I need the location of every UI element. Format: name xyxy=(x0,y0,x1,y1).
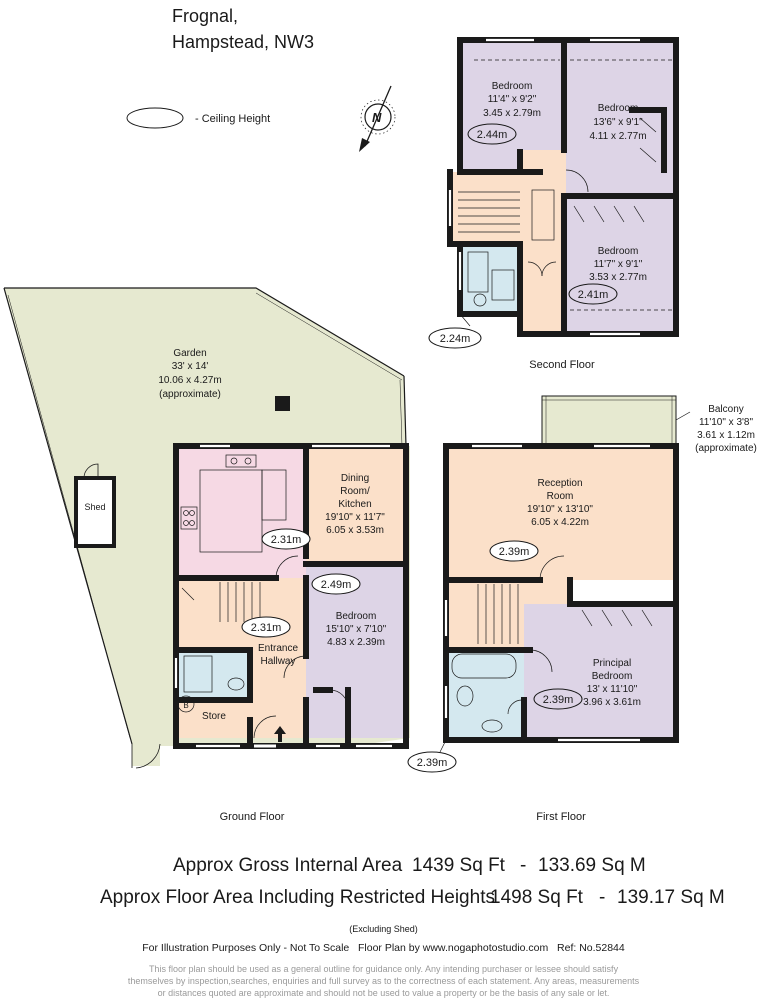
gf-dining xyxy=(306,446,404,564)
hall-height-ellipse xyxy=(241,616,291,638)
reception-height: 2.39m xyxy=(499,546,530,558)
compass-icon: N xyxy=(359,85,396,152)
balcony-note: (approximate) xyxy=(695,443,757,454)
sf-bed1-height: 2.44m xyxy=(477,129,508,141)
reception-name-1: Reception xyxy=(537,478,582,489)
gross-area-label: Approx Gross Internal Area xyxy=(173,855,403,876)
dining-name-2: Room/ xyxy=(340,486,370,497)
reception-imperial: 19'10" x 13'10" xyxy=(527,504,593,515)
sf-bed3-height: 2.41m xyxy=(578,289,609,301)
hall-name-1: Entrance xyxy=(258,643,298,654)
sf-landing xyxy=(520,150,566,334)
sf-bedroom-2 xyxy=(566,40,676,196)
ff-reception xyxy=(446,446,676,580)
ground-floor-plan: Garden 33' x 14' 10.06 x 4.27m (approxim… xyxy=(3,287,410,823)
address-line-1: Frognal, xyxy=(172,6,239,26)
store-label: Store xyxy=(202,711,226,722)
garden-metric: 10.06 x 4.27m xyxy=(158,375,221,386)
sf-bath-height-ellipse xyxy=(428,327,482,349)
balcony-area xyxy=(541,395,677,447)
gf-cloakroom xyxy=(176,652,250,698)
disclaimer-line-1: This floor plan should be used as a gene… xyxy=(148,964,619,974)
first-floor-label: First Floor xyxy=(536,811,586,823)
kitchen-height-ellipse xyxy=(261,528,311,550)
principal-height-ellipse xyxy=(533,688,583,710)
sf-bed2-imperial: 13'6" x 9'1" xyxy=(593,117,643,128)
balcony-imperial: 11'10" x 3'8" xyxy=(699,417,754,428)
sf-bed1-imperial: 11'4" x 9'2" xyxy=(488,94,537,105)
sf-bed2-metric: 4.11 x 2.77m xyxy=(589,131,646,142)
ff-bath-height-ellipse xyxy=(407,751,457,773)
gf-bedroom-height: 2.49m xyxy=(321,579,352,591)
gf-hall-upper xyxy=(176,626,250,650)
ceiling-height-legend-label: - Ceiling Height xyxy=(195,113,270,125)
balcony-name: Balcony xyxy=(708,404,744,415)
garden-note: (approximate) xyxy=(159,389,221,400)
reception-metric: 6.05 x 4.22m xyxy=(531,517,589,528)
ff-bathroom xyxy=(446,650,524,740)
dining-imperial: 19'10" x 11'7" xyxy=(325,512,385,523)
gf-bedroom-imperial: 15'10" x 7'10" xyxy=(326,624,387,635)
gf-store xyxy=(176,698,250,738)
ceiling-height-legend-ellipse xyxy=(126,107,184,129)
shed-label: Shed xyxy=(84,502,105,512)
kitchen-height: 2.31m xyxy=(271,534,302,546)
second-floor-plan: Bedroom 11'4" x 9'2" 3.45 x 2.79m 2.44m … xyxy=(428,37,679,371)
principal-name-2: Bedroom xyxy=(592,671,633,682)
gf-bedroom-metric: 4.83 x 2.39m xyxy=(327,637,385,648)
gf-bedroom-name: Bedroom xyxy=(336,611,377,622)
gf-kitchen xyxy=(176,446,306,578)
address-line-2: Hampstead, NW3 xyxy=(172,32,315,52)
principal-metric: 3.96 x 3.61m xyxy=(583,697,641,708)
entrance-arrow-icon xyxy=(274,726,286,742)
sf-bed3-metric: 3.53 x 2.77m xyxy=(589,272,647,283)
restricted-area-sep: - xyxy=(599,887,606,908)
dining-name-3: Kitchen xyxy=(338,499,371,510)
gross-area-sqm: 133.69 Sq M xyxy=(538,855,646,876)
excluding-shed-note: (Excluding Shed) xyxy=(349,924,418,934)
gross-area-sep: - xyxy=(520,855,527,876)
garden-post-marker xyxy=(275,396,290,411)
sf-bathroom xyxy=(460,244,520,314)
sf-bath-height: 2.24m xyxy=(440,333,471,345)
shed: Shed xyxy=(74,463,116,548)
gf-bedroom xyxy=(306,564,404,738)
garden-imperial: 33' x 14' xyxy=(172,361,209,372)
dining-name-1: Dining xyxy=(341,473,369,484)
sf-bed2-name: Bedroom xyxy=(598,103,639,114)
sf-bed1-height-ellipse xyxy=(467,123,517,145)
restricted-area-sqft: 1498 Sq Ft xyxy=(490,887,583,908)
balcony-metric: 3.61 x 1.12m xyxy=(697,430,755,441)
reception-name-2: Room xyxy=(547,491,574,502)
sf-bed3-imperial: 11'7" x 9'1" xyxy=(594,259,643,270)
disclaimer-line-2: themselves by inspection,searches, enqui… xyxy=(127,976,640,986)
sf-bed1-name: Bedroom xyxy=(492,81,533,92)
floor-plan-drawing: - Ceiling Height N xyxy=(3,37,757,823)
disclaimer-line-3: or distances quoted are approximate and … xyxy=(157,988,610,998)
compass-north-letter: N xyxy=(372,110,382,125)
ff-bath-height: 2.39m xyxy=(417,757,448,769)
hall-name-2: Hallway xyxy=(260,656,295,667)
sf-bedroom-3 xyxy=(566,196,676,334)
reception-height-ellipse xyxy=(489,540,539,562)
credits-line: For Illustration Purposes Only - Not To … xyxy=(142,942,625,954)
sf-bed3-height-ellipse xyxy=(568,283,618,305)
second-floor-label: Second Floor xyxy=(529,359,595,371)
garden-name: Garden xyxy=(173,348,206,359)
boiler-label: B xyxy=(183,701,188,710)
first-floor-plan: Balcony 11'10" x 3'8" 3.61 x 1.12m (appr… xyxy=(407,395,757,823)
principal-height: 2.39m xyxy=(543,694,574,706)
gross-area-sqft: 1439 Sq Ft xyxy=(412,855,505,876)
gf-bedroom-height-ellipse xyxy=(311,573,361,595)
ff-principal-bedroom xyxy=(524,604,676,740)
principal-imperial: 13' x 11'10" xyxy=(587,684,638,695)
restricted-area-label: Approx Floor Area Including Restricted H… xyxy=(100,887,495,908)
ground-floor-label: Ground Floor xyxy=(220,811,285,823)
hall-height: 2.31m xyxy=(251,622,282,634)
sf-bed1-metric: 3.45 x 2.79m xyxy=(483,108,541,119)
principal-name-1: Principal xyxy=(593,658,631,669)
sf-bed3-name: Bedroom xyxy=(598,246,639,257)
dining-metric: 6.05 x 3.53m xyxy=(326,525,384,536)
restricted-area-sqm: 139.17 Sq M xyxy=(617,887,725,908)
